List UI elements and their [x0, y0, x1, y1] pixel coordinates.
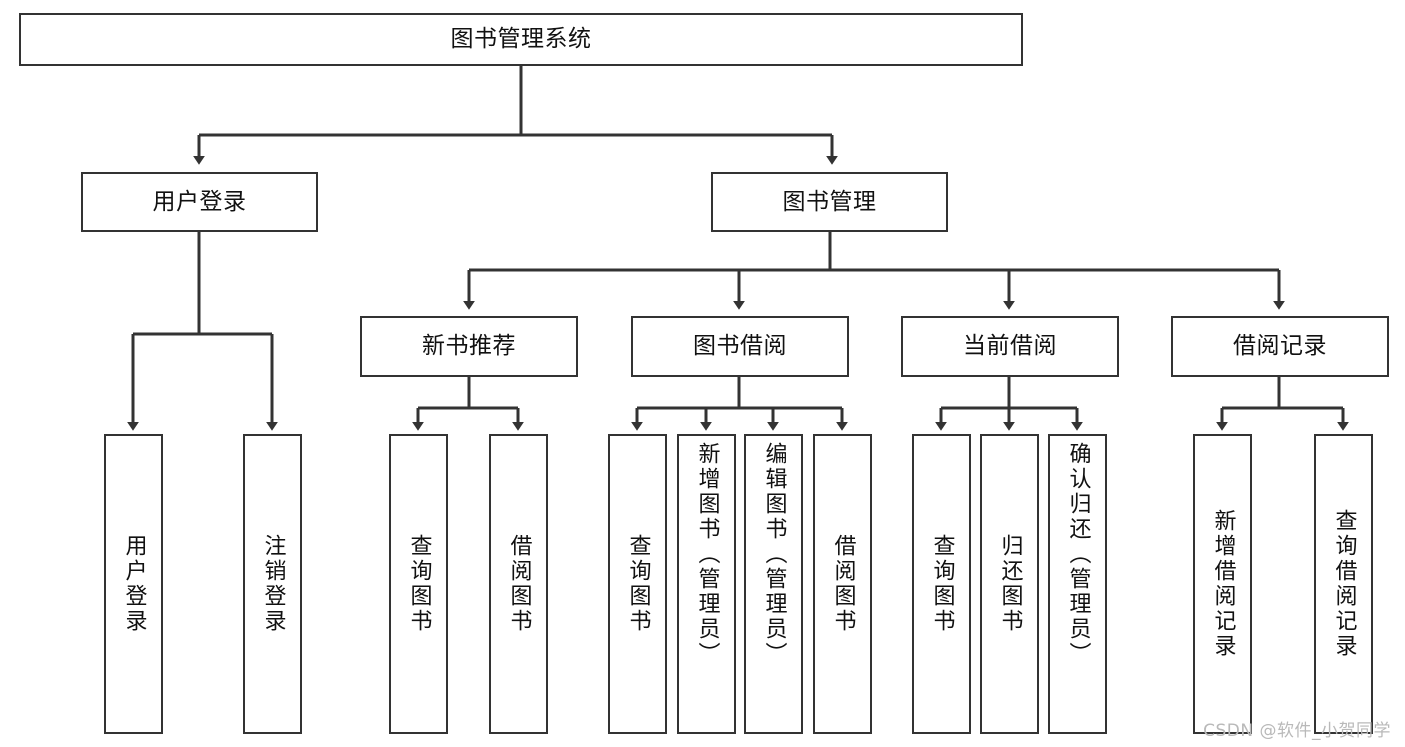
- node-label: 新书推荐: [422, 333, 516, 360]
- node-label: 借阅记录: [1233, 333, 1327, 360]
- leaf-record-add-record[interactable]: 新增借阅记录: [1193, 434, 1252, 734]
- leaf-current-confirm-return-admin[interactable]: 确认归还（管理员）: [1048, 434, 1107, 734]
- leaf-new-book-query[interactable]: 查询图书: [389, 434, 448, 734]
- node-root-system[interactable]: 图书管理系统: [19, 13, 1023, 66]
- node-label: 图书管理: [782, 188, 877, 215]
- leaf-borrow-query-book[interactable]: 查询图书: [608, 434, 667, 734]
- node-label: 用户登录: [152, 188, 247, 215]
- node-new-book-recommend[interactable]: 新书推荐: [360, 316, 578, 377]
- leaf-record-query-record[interactable]: 查询借阅记录: [1314, 434, 1373, 734]
- leaf-new-book-borrow[interactable]: 借阅图书: [489, 434, 548, 734]
- leaf-label: 查询图书: [929, 534, 955, 634]
- node-label: 当前借阅: [963, 333, 1057, 360]
- leaf-label: 借阅图书: [830, 534, 856, 634]
- leaf-borrow-add-book-admin[interactable]: 新增图书（管理员）: [677, 434, 736, 734]
- leaf-label: 新增借阅记录: [1210, 509, 1236, 659]
- leaf-label: 用户登录: [121, 534, 147, 634]
- node-label: 图书管理系统: [450, 26, 592, 53]
- node-book-borrow[interactable]: 图书借阅: [631, 316, 849, 377]
- leaf-user-login-login[interactable]: 用户登录: [104, 434, 163, 734]
- leaf-current-return-book[interactable]: 归还图书: [980, 434, 1039, 734]
- node-borrow-record[interactable]: 借阅记录: [1171, 316, 1389, 377]
- node-current-borrow[interactable]: 当前借阅: [901, 316, 1119, 377]
- leaf-current-query-book[interactable]: 查询图书: [912, 434, 971, 734]
- leaf-label: 新增图书（管理员）: [694, 442, 720, 667]
- watermark-text: CSDN @软件_小贺同学: [1203, 721, 1391, 741]
- leaf-label: 借阅图书: [506, 534, 532, 634]
- leaf-label: 归还图书: [997, 534, 1023, 634]
- node-user-login[interactable]: 用户登录: [81, 172, 318, 232]
- leaf-label: 确认归还（管理员）: [1065, 442, 1091, 667]
- leaf-label: 查询图书: [406, 534, 432, 634]
- node-label: 图书借阅: [693, 333, 787, 360]
- leaf-borrow-borrow-book[interactable]: 借阅图书: [813, 434, 872, 734]
- leaf-label: 编辑图书（管理员）: [761, 442, 787, 667]
- node-book-management[interactable]: 图书管理: [711, 172, 948, 232]
- leaf-label: 注销登录: [260, 534, 286, 634]
- leaf-borrow-edit-book-admin[interactable]: 编辑图书（管理员）: [744, 434, 803, 734]
- leaf-user-login-logout[interactable]: 注销登录: [243, 434, 302, 734]
- leaf-label: 查询借阅记录: [1331, 509, 1357, 659]
- leaf-label: 查询图书: [625, 534, 651, 634]
